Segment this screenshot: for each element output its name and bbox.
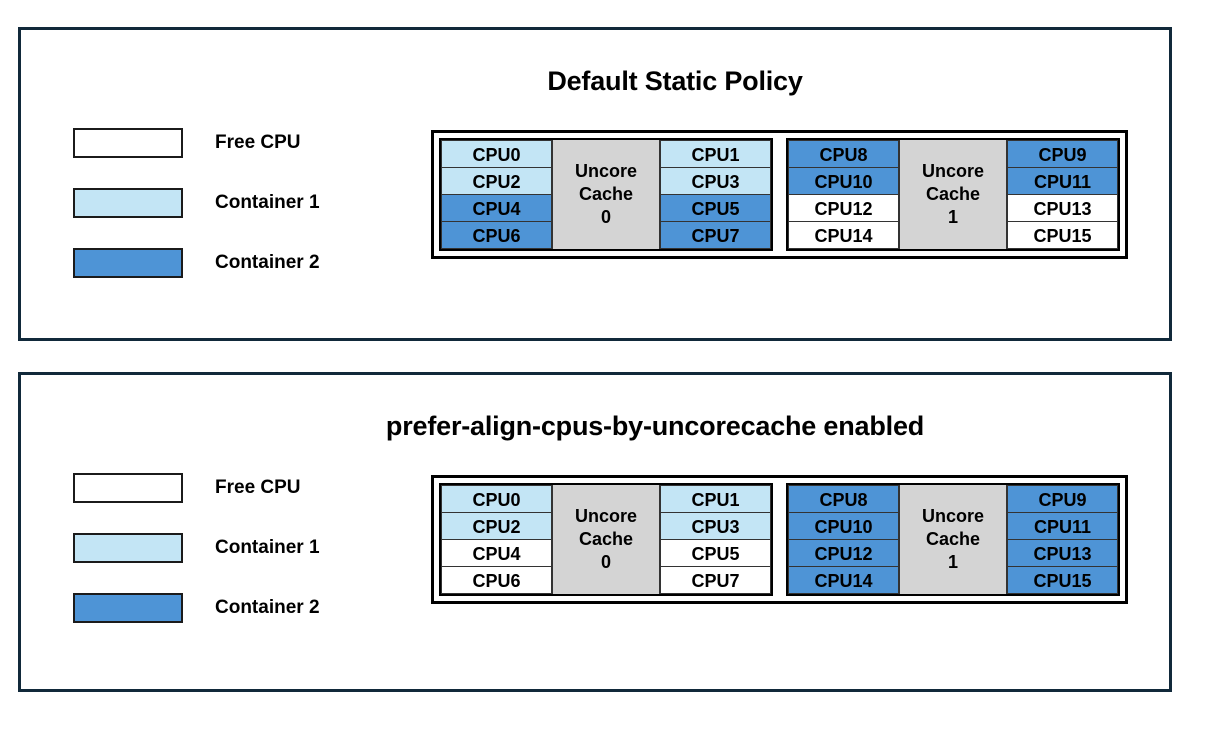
cache-group-0: CPU0 CPU2 CPU4 CPU6 Uncore Cache 0 CPU1 … — [439, 483, 773, 596]
uncore-cache-label-line-2: Cache — [925, 528, 981, 549]
cpu-cell: CPU11 — [1007, 167, 1118, 195]
uncore-cache-label-line-1: Uncore — [574, 160, 637, 181]
cpu-cell: CPU4 — [441, 539, 552, 567]
cpu-cell: CPU5 — [660, 194, 771, 222]
legend-swatch-container-1 — [73, 533, 183, 563]
legend-item-container-1: Container 1 — [73, 188, 320, 218]
cpu-cell: CPU13 — [1007, 539, 1118, 567]
cpu-cell: CPU12 — [788, 539, 899, 567]
uncore-cache-label-line-1: Uncore — [574, 505, 637, 526]
uncore-cache-block: Uncore Cache 0 — [552, 140, 660, 249]
cpu-cell: CPU1 — [660, 485, 771, 513]
cpu-cell: CPU15 — [1007, 221, 1118, 249]
legend-item-container-2: Container 2 — [73, 248, 320, 278]
cache-group-1: CPU8 CPU10 CPU12 CPU14 Uncore Cache 1 CP… — [786, 138, 1120, 251]
uncore-cache-index: 0 — [600, 552, 611, 573]
legend-swatch-free-cpu — [73, 128, 183, 158]
page-title: Default Static Policy — [547, 66, 803, 96]
cpu-cell: CPU13 — [1007, 194, 1118, 222]
cpu-cell: CPU4 — [441, 194, 552, 222]
legend-swatch-container-2 — [73, 593, 183, 623]
cpu-cell: CPU9 — [1007, 140, 1118, 168]
cpu-cell: CPU0 — [441, 485, 552, 513]
uncore-cache-label-line-1: Uncore — [921, 160, 984, 181]
cpu-cell: CPU15 — [1007, 566, 1118, 594]
legend-label-container-2: Container 2 — [215, 252, 320, 273]
cpu-cell: CPU8 — [788, 140, 899, 168]
cpu-cell: CPU3 — [660, 167, 771, 195]
panel-prefer-align-cpus-by-uncorecache: prefer-align-cpus-by-uncorecache enabled… — [18, 372, 1172, 692]
legend-swatch-container-2 — [73, 248, 183, 278]
uncore-cache-block: Uncore Cache 1 — [899, 140, 1007, 249]
uncore-cache-index: 1 — [947, 552, 958, 573]
uncore-cache-index: 1 — [947, 207, 958, 228]
uncore-cache-label-line-2: Cache — [925, 183, 981, 204]
cpu-cell: CPU14 — [788, 566, 899, 594]
cpu-column-right: CPU9 CPU11 CPU13 CPU15 — [1007, 140, 1118, 249]
cpu-cell: CPU5 — [660, 539, 771, 567]
uncore-cache-label-line-2: Cache — [578, 528, 634, 549]
panel-default-static-policy: Default Static Policy Free CPU Container… — [18, 27, 1172, 341]
cpu-topology-diagram: CPU0 CPU2 CPU4 CPU6 Uncore Cache 0 CPU1 … — [431, 475, 1128, 604]
cpu-cell: CPU11 — [1007, 512, 1118, 540]
cpu-cell: CPU10 — [788, 167, 899, 195]
cpu-column-left: CPU8 CPU10 CPU12 CPU14 — [788, 485, 899, 594]
cpu-cell: CPU9 — [1007, 485, 1118, 513]
cpu-cell: CPU6 — [441, 221, 552, 249]
cpu-cell: CPU10 — [788, 512, 899, 540]
legend-label-container-1: Container 1 — [215, 537, 320, 558]
cpu-column-left: CPU8 CPU10 CPU12 CPU14 — [788, 140, 899, 249]
legend-item-free-cpu: Free CPU — [73, 473, 320, 503]
cpu-column-right: CPU1 CPU3 CPU5 CPU7 — [660, 140, 771, 249]
cpu-cell: CPU12 — [788, 194, 899, 222]
cpu-topology-diagram: CPU0 CPU2 CPU4 CPU6 Uncore Cache 0 CPU1 … — [431, 130, 1128, 259]
cpu-cell: CPU8 — [788, 485, 899, 513]
uncore-cache-block: Uncore Cache 0 — [552, 485, 660, 594]
cpu-cell: CPU6 — [441, 566, 552, 594]
uncore-cache-index: 0 — [600, 207, 611, 228]
cpu-cell: CPU3 — [660, 512, 771, 540]
legend-top: Free CPU Container 1 Container 2 — [73, 128, 320, 278]
legend-label-container-1: Container 1 — [215, 192, 320, 213]
legend-item-container-2: Container 2 — [73, 593, 320, 623]
cpu-cell: CPU2 — [441, 167, 552, 195]
legend-label-free-cpu: Free CPU — [215, 477, 301, 498]
uncore-cache-label-line-1: Uncore — [921, 505, 984, 526]
cpu-cell: CPU7 — [660, 221, 771, 249]
cache-group-1: CPU8 CPU10 CPU12 CPU14 Uncore Cache 1 CP… — [786, 483, 1120, 596]
legend-swatch-free-cpu — [73, 473, 183, 503]
page-title: prefer-align-cpus-by-uncorecache enabled — [385, 411, 925, 441]
cache-group-0: CPU0 CPU2 CPU4 CPU6 Uncore Cache 0 CPU1 … — [439, 138, 773, 251]
legend-label-free-cpu: Free CPU — [215, 132, 301, 153]
cpu-cell: CPU0 — [441, 140, 552, 168]
cpu-column-left: CPU0 CPU2 CPU4 CPU6 — [441, 140, 552, 249]
cpu-column-left: CPU0 CPU2 CPU4 CPU6 — [441, 485, 552, 594]
cpu-cell: CPU1 — [660, 140, 771, 168]
legend-bottom: Free CPU Container 1 Container 2 — [73, 473, 320, 623]
legend-swatch-container-1 — [73, 188, 183, 218]
cpu-column-right: CPU9 CPU11 CPU13 CPU15 — [1007, 485, 1118, 594]
legend-item-free-cpu: Free CPU — [73, 128, 320, 158]
legend-item-container-1: Container 1 — [73, 533, 320, 563]
legend-label-container-2: Container 2 — [215, 597, 320, 618]
cpu-column-right: CPU1 CPU3 CPU5 CPU7 — [660, 485, 771, 594]
cpu-cell: CPU14 — [788, 221, 899, 249]
uncore-cache-label-line-2: Cache — [578, 183, 634, 204]
cpu-cell: CPU7 — [660, 566, 771, 594]
cpu-cell: CPU2 — [441, 512, 552, 540]
uncore-cache-block: Uncore Cache 1 — [899, 485, 1007, 594]
